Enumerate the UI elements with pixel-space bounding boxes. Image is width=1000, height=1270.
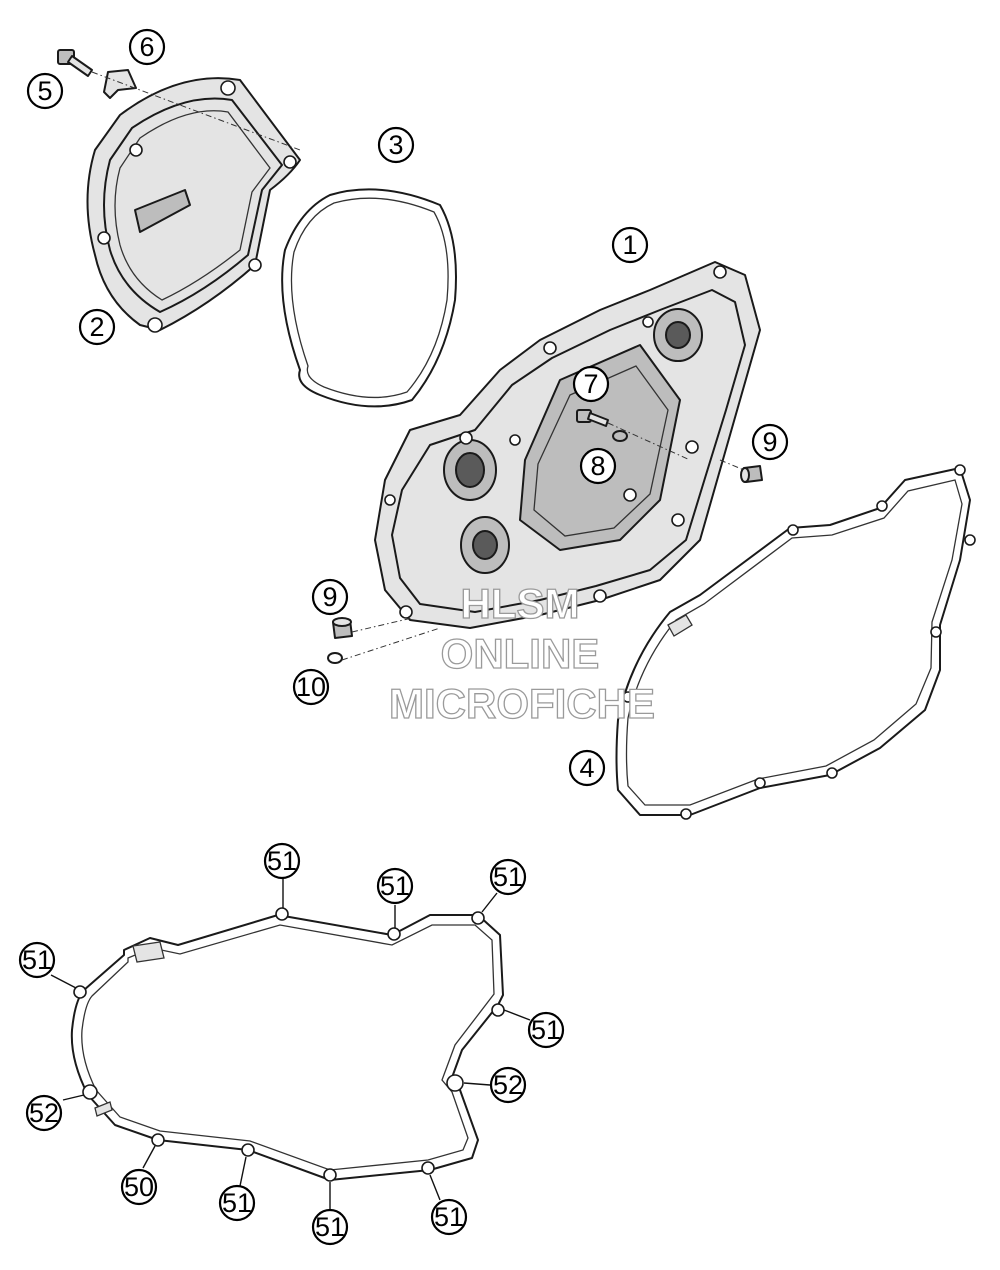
callout-9-right: 9	[751, 423, 789, 461]
callout-51-bottom-center: 51	[311, 1208, 349, 1246]
callout-10: 10	[292, 668, 330, 706]
callout-6: 6	[128, 28, 166, 66]
callout-51-left: 51	[18, 941, 56, 979]
gasket-part-4	[615, 464, 976, 820]
dowel-part-9-right	[740, 465, 763, 483]
callout-7: 7	[572, 365, 610, 403]
bolt-part-7	[576, 409, 609, 427]
svg-text:6: 6	[139, 32, 154, 62]
svg-text:2: 2	[89, 312, 104, 342]
bolt-part-5	[57, 49, 93, 77]
svg-text:51: 51	[531, 1015, 561, 1045]
callout-4: 4	[568, 749, 606, 787]
svg-text:51: 51	[22, 945, 52, 975]
svg-text:51: 51	[493, 862, 523, 892]
svg-text:9: 9	[762, 427, 777, 457]
callout-3: 3	[377, 126, 415, 164]
callout-52-right: 52	[489, 1066, 527, 1104]
callout-51-bottom-left: 51	[218, 1184, 256, 1222]
washer-part-8	[612, 430, 628, 442]
svg-text:9: 9	[322, 582, 337, 612]
gasket-detail-view	[70, 907, 505, 1182]
outer-cover-part-2	[86, 77, 301, 333]
washer-part-10	[327, 652, 343, 664]
watermark-line-2: ONLINE	[441, 630, 600, 677]
svg-text:10: 10	[296, 672, 326, 702]
callout-9-left: 9	[311, 578, 349, 616]
dowel-part-9-left	[332, 617, 353, 639]
callout-50: 50	[120, 1168, 158, 1206]
bracket-part-6	[103, 69, 137, 99]
callout-51-bottom-right: 51	[430, 1198, 468, 1236]
callout-51-top-right: 51	[489, 858, 527, 896]
watermark-line-1: HLSM	[461, 580, 580, 627]
svg-text:7: 7	[583, 369, 598, 399]
o-ring-part-3	[281, 188, 457, 408]
callout-5: 5	[26, 72, 64, 110]
svg-text:51: 51	[267, 846, 297, 876]
svg-text:51: 51	[434, 1202, 464, 1232]
svg-text:52: 52	[493, 1070, 523, 1100]
callout-51-top-left: 51	[263, 842, 301, 880]
watermark-line-3: MICROFICHE	[389, 680, 655, 727]
svg-text:52: 52	[29, 1098, 59, 1128]
gasket-leader-lines	[50, 877, 531, 1210]
callout-8: 8	[579, 447, 617, 485]
svg-text:4: 4	[579, 753, 594, 783]
callout-51-top-center: 51	[376, 867, 414, 905]
svg-text:1: 1	[622, 230, 637, 260]
svg-text:5: 5	[37, 76, 52, 106]
callout-52-left: 52	[25, 1094, 63, 1132]
clutch-cover-part-1	[374, 261, 761, 629]
svg-text:50: 50	[124, 1172, 154, 1202]
svg-text:51: 51	[315, 1212, 345, 1242]
svg-text:51: 51	[380, 871, 410, 901]
svg-text:3: 3	[388, 130, 403, 160]
callout-51-right: 51	[527, 1011, 565, 1049]
svg-text:51: 51	[222, 1188, 252, 1218]
svg-text:8: 8	[590, 451, 605, 481]
callout-1: 1	[611, 226, 649, 264]
callout-2: 2	[78, 308, 116, 346]
watermark: HLSM ONLINE MICROFICHE	[388, 579, 655, 727]
